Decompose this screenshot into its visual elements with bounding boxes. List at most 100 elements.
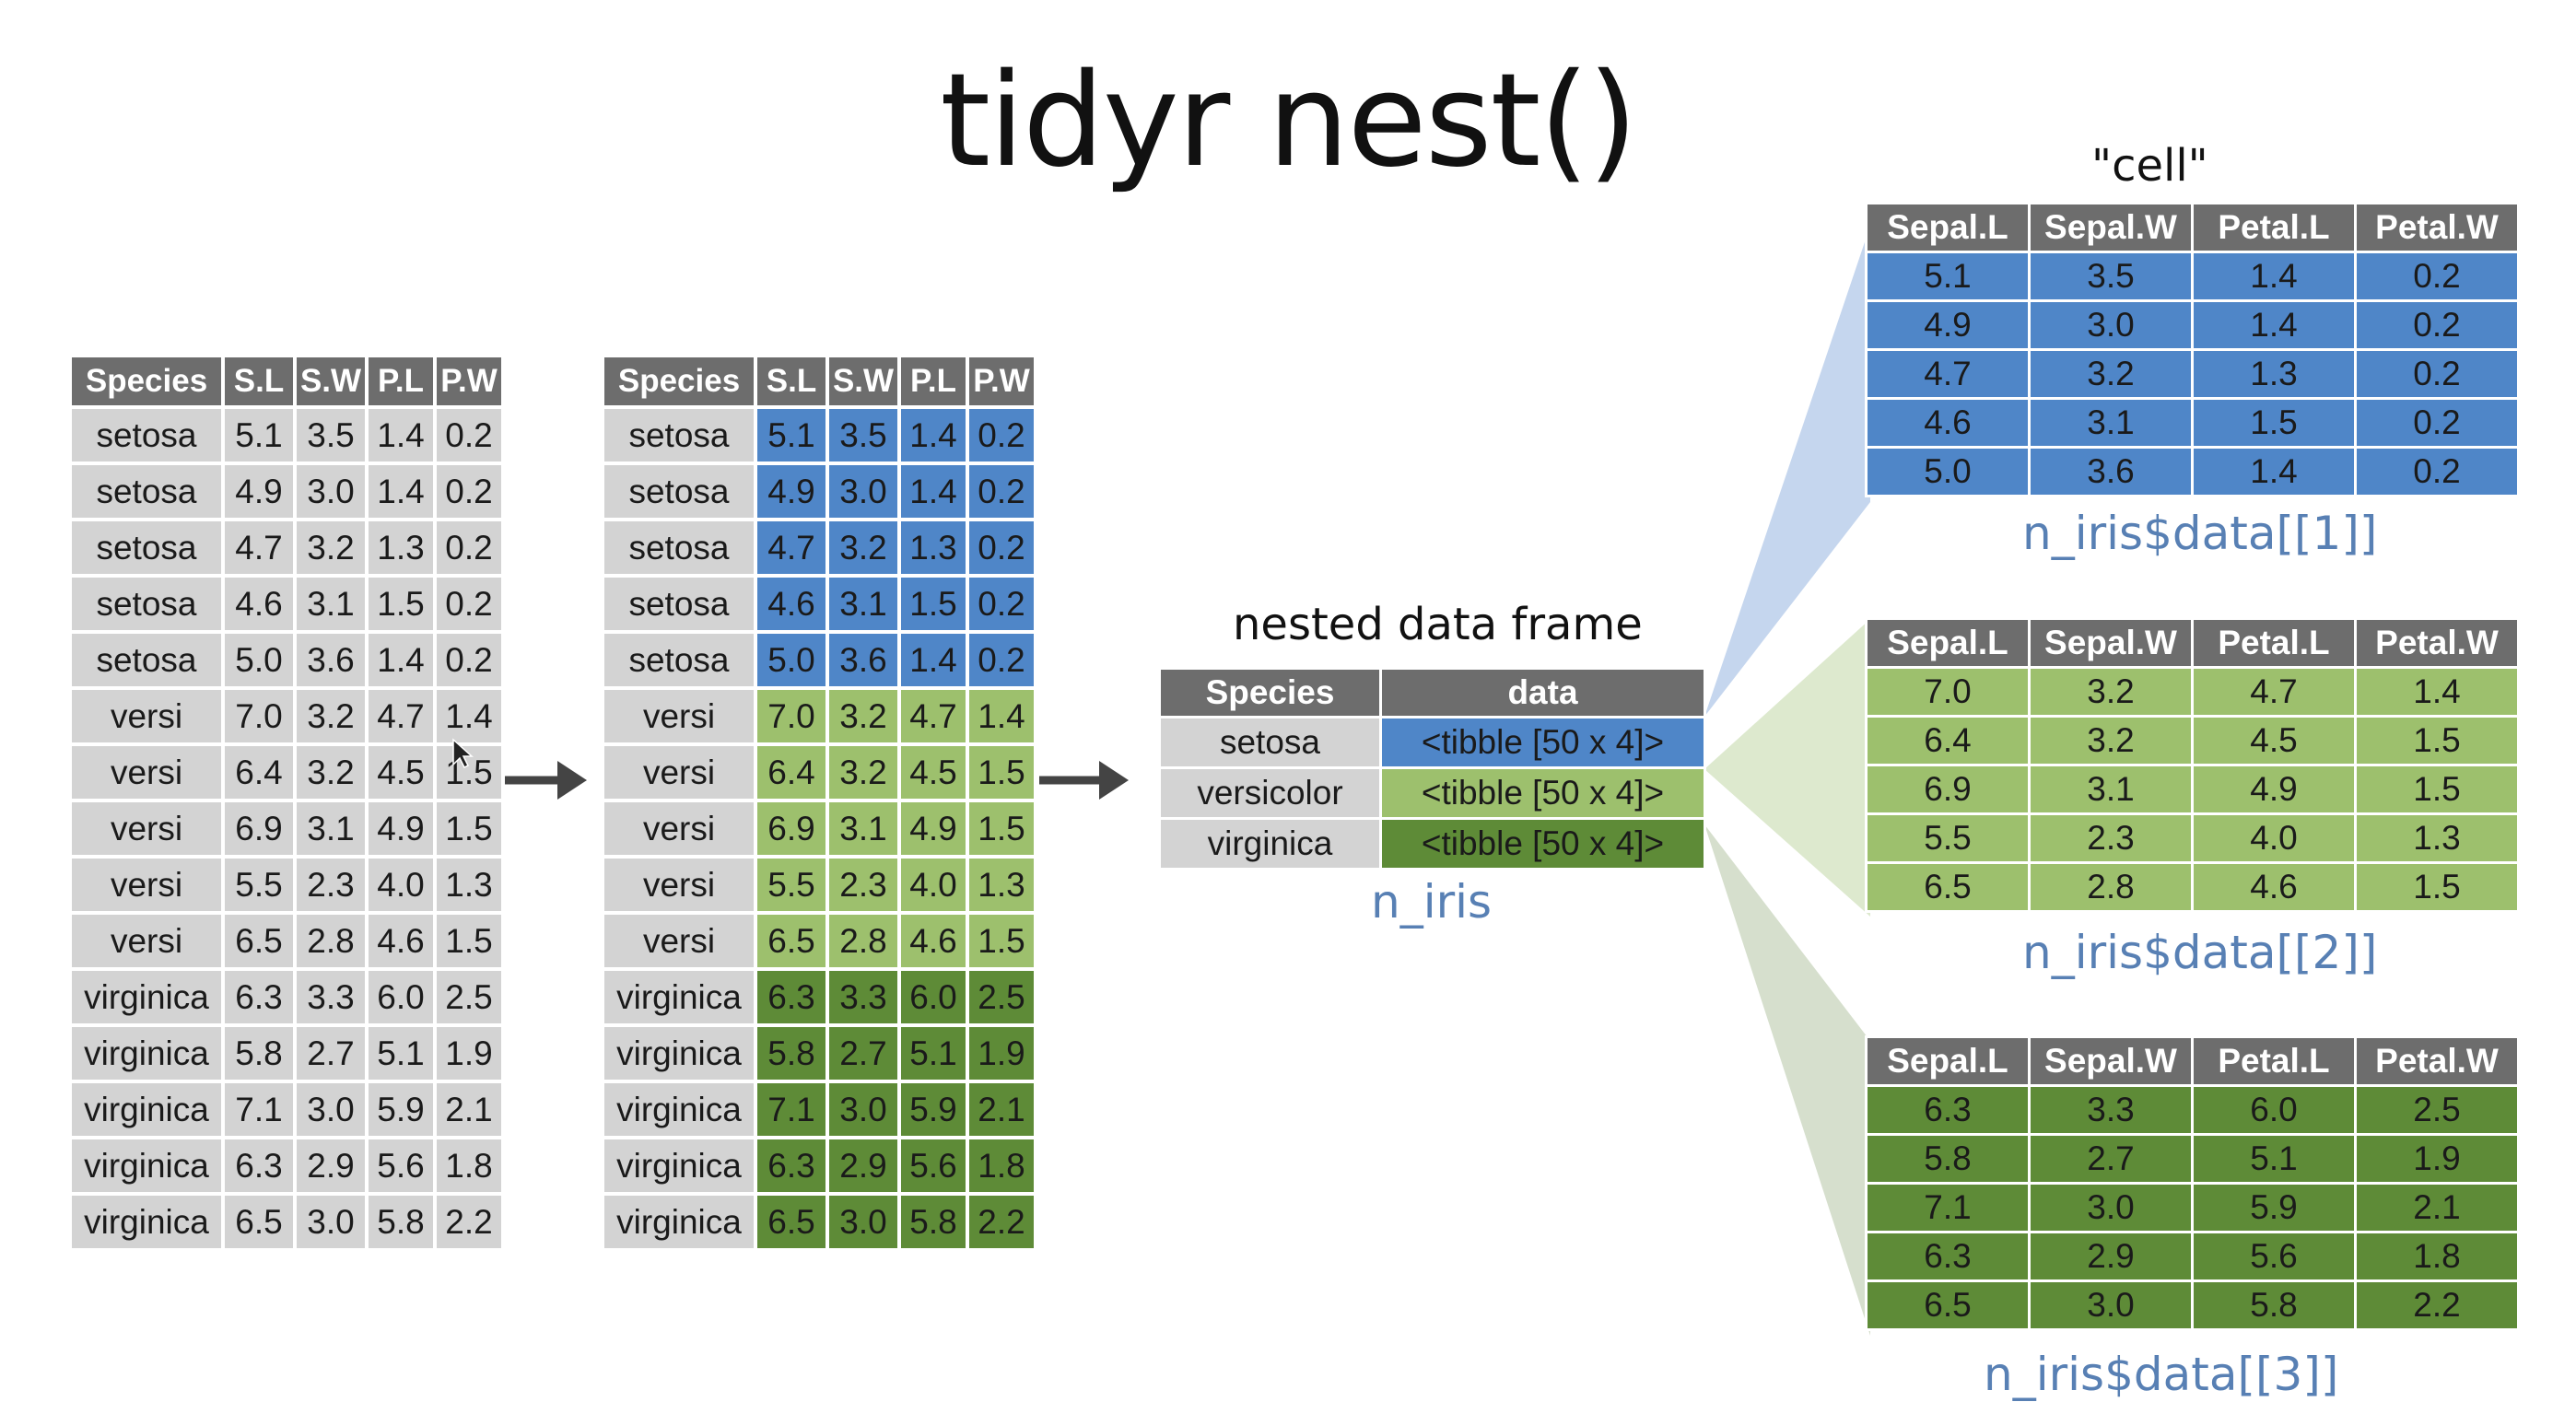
table-cell: versi bbox=[68, 855, 225, 915]
table-cell: 7.0 bbox=[221, 686, 297, 746]
table-cell: 6.5 bbox=[1865, 1279, 2031, 1331]
table-cell: virginica bbox=[601, 1192, 757, 1252]
table-cell: 3.5 bbox=[825, 405, 901, 465]
table-cell: 4.9 bbox=[221, 461, 297, 521]
table-cell: <tibble [50 x 4]> bbox=[1379, 817, 1706, 870]
column-header: Petal.L bbox=[2191, 617, 2357, 669]
table-cell: 3.3 bbox=[293, 967, 369, 1027]
table-cell: 2.5 bbox=[966, 967, 1037, 1027]
table-cell: 1.3 bbox=[897, 518, 969, 578]
table-cell: 4.5 bbox=[897, 742, 969, 802]
table-cell: versi bbox=[601, 911, 757, 971]
table-cell: virginica bbox=[601, 1080, 757, 1139]
table-cell: 5.5 bbox=[754, 855, 829, 915]
table-row: setosa<tibble [50 x 4]> bbox=[1158, 716, 1706, 769]
table-cell: versi bbox=[601, 686, 757, 746]
table-cell: 3.0 bbox=[825, 1080, 901, 1139]
table-cell: 5.9 bbox=[365, 1080, 437, 1139]
table-cell: 0.2 bbox=[2354, 348, 2520, 400]
column-header: Petal.W bbox=[2354, 617, 2520, 669]
table-cell: setosa bbox=[68, 574, 225, 634]
table-cell: 0.2 bbox=[966, 405, 1037, 465]
table-cell: setosa bbox=[601, 574, 757, 634]
table-cell: 1.8 bbox=[966, 1136, 1037, 1196]
table-cell: 6.9 bbox=[1865, 764, 2031, 815]
table-cell: 4.0 bbox=[897, 855, 969, 915]
table-cell: 6.3 bbox=[754, 967, 829, 1027]
table-cell: setosa bbox=[601, 630, 757, 690]
table-cell: 1.5 bbox=[433, 911, 505, 971]
table-cell: 4.9 bbox=[365, 799, 437, 859]
table-cell: 5.1 bbox=[221, 405, 297, 465]
table-cell: 5.8 bbox=[221, 1023, 297, 1083]
table-cell: 7.1 bbox=[754, 1080, 829, 1139]
table-cell: 4.7 bbox=[754, 518, 829, 578]
cell-name-2: n_iris$data[[2]] bbox=[2022, 926, 2378, 979]
table-cell: 1.4 bbox=[897, 461, 969, 521]
table-cell: 1.4 bbox=[2354, 666, 2520, 718]
table-cell: 2.5 bbox=[433, 967, 505, 1027]
table-cell: 1.5 bbox=[433, 742, 505, 802]
table-cell: 2.2 bbox=[2354, 1279, 2520, 1331]
table-cell: virginica bbox=[68, 1080, 225, 1139]
column-header: Sepal.W bbox=[2028, 202, 2194, 253]
table-cell: 5.0 bbox=[221, 630, 297, 690]
table-cell: 2.8 bbox=[293, 911, 369, 971]
column-header: Species bbox=[601, 354, 757, 409]
table-cell: 1.4 bbox=[2191, 299, 2357, 351]
table-cell: 1.3 bbox=[2354, 812, 2520, 864]
table-cell: 3.1 bbox=[293, 574, 369, 634]
table-cell: 3.1 bbox=[2028, 397, 2194, 449]
column-header: Sepal.L bbox=[1865, 202, 2031, 253]
table-cell: 4.9 bbox=[754, 461, 829, 521]
table-cell: versi bbox=[601, 799, 757, 859]
table-cell: 1.4 bbox=[365, 405, 437, 465]
table-cell: virginica bbox=[1158, 817, 1382, 870]
table-cell: setosa bbox=[1158, 716, 1382, 769]
table-cell: 3.0 bbox=[825, 1192, 901, 1252]
table-cell: 5.5 bbox=[1865, 812, 2031, 864]
table-cell: 3.2 bbox=[825, 742, 901, 802]
table-cell: 0.2 bbox=[433, 630, 505, 690]
table-cell: <tibble [50 x 4]> bbox=[1379, 716, 1706, 769]
table-cell: setosa bbox=[68, 461, 225, 521]
table-cell: 4.7 bbox=[2191, 666, 2357, 718]
column-header: Species bbox=[1158, 667, 1382, 719]
table-cell: 5.6 bbox=[365, 1136, 437, 1196]
table-cell: 3.1 bbox=[2028, 764, 2194, 815]
table-cell: 5.6 bbox=[2191, 1231, 2357, 1282]
table-cell: 1.5 bbox=[2354, 764, 2520, 815]
table-cell: 6.3 bbox=[1865, 1084, 2031, 1136]
table-cell: 3.2 bbox=[293, 742, 369, 802]
table-cell: 4.6 bbox=[2191, 861, 2357, 913]
table-cell: setosa bbox=[68, 405, 225, 465]
nested-frame-caption: nested data frame bbox=[1233, 599, 1643, 650]
table-cell: versi bbox=[68, 911, 225, 971]
table-cell: 5.8 bbox=[1865, 1133, 2031, 1185]
table-cell: 0.2 bbox=[433, 574, 505, 634]
table-cell: 1.5 bbox=[2191, 397, 2357, 449]
table-cell: 2.1 bbox=[2354, 1182, 2520, 1233]
column-header: P.W bbox=[966, 354, 1037, 409]
table-cell: 0.2 bbox=[433, 518, 505, 578]
fan-virginica bbox=[1704, 824, 1870, 1336]
column-header: P.W bbox=[433, 354, 505, 409]
table-cell: 2.9 bbox=[293, 1136, 369, 1196]
table-cell: 3.2 bbox=[825, 518, 901, 578]
column-header: P.L bbox=[897, 354, 969, 409]
